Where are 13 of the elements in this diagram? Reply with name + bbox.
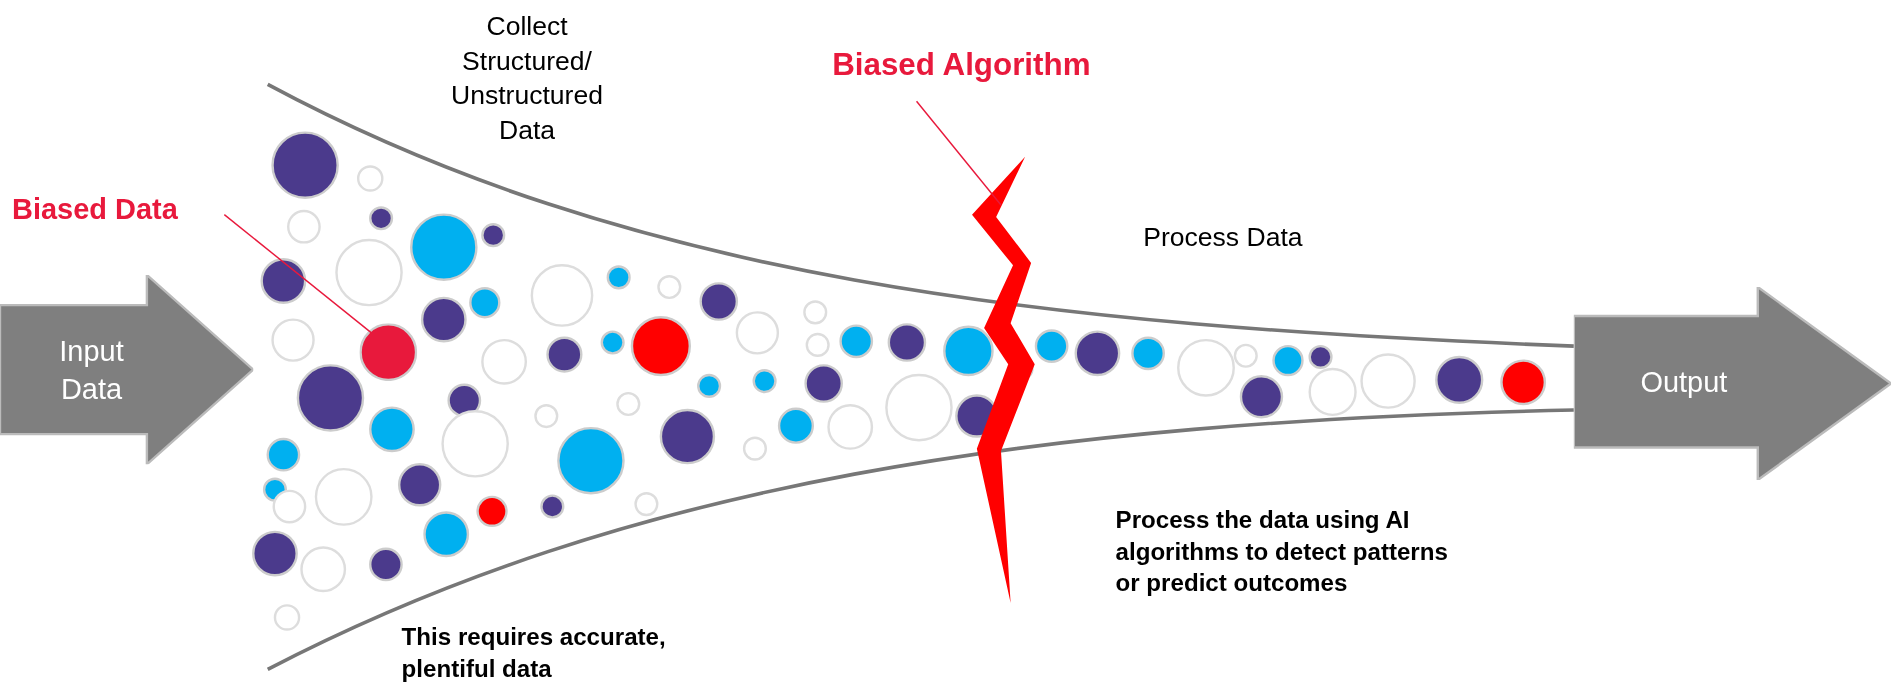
stage-label: Collect Structured/ Unstructured Data [450, 9, 604, 147]
arrow-label: Input Data [58, 333, 125, 407]
stage-label: Process Data [1143, 220, 1304, 255]
input-arrow [0, 274, 254, 465]
leader-line [223, 213, 373, 334]
leader-line [915, 100, 1002, 206]
data-circle [359, 323, 418, 382]
arrow-label: Output [1640, 364, 1728, 400]
description-text: This requires accurate, plentiful data [401, 622, 667, 684]
description-text: Process the data using AI algorithms to detect patterns or predict outcomes [1115, 505, 1449, 598]
callout-label: Biased Algorithm [832, 45, 1091, 84]
output-arrow [1573, 287, 1891, 480]
callout-label: Biased Data [12, 192, 178, 227]
